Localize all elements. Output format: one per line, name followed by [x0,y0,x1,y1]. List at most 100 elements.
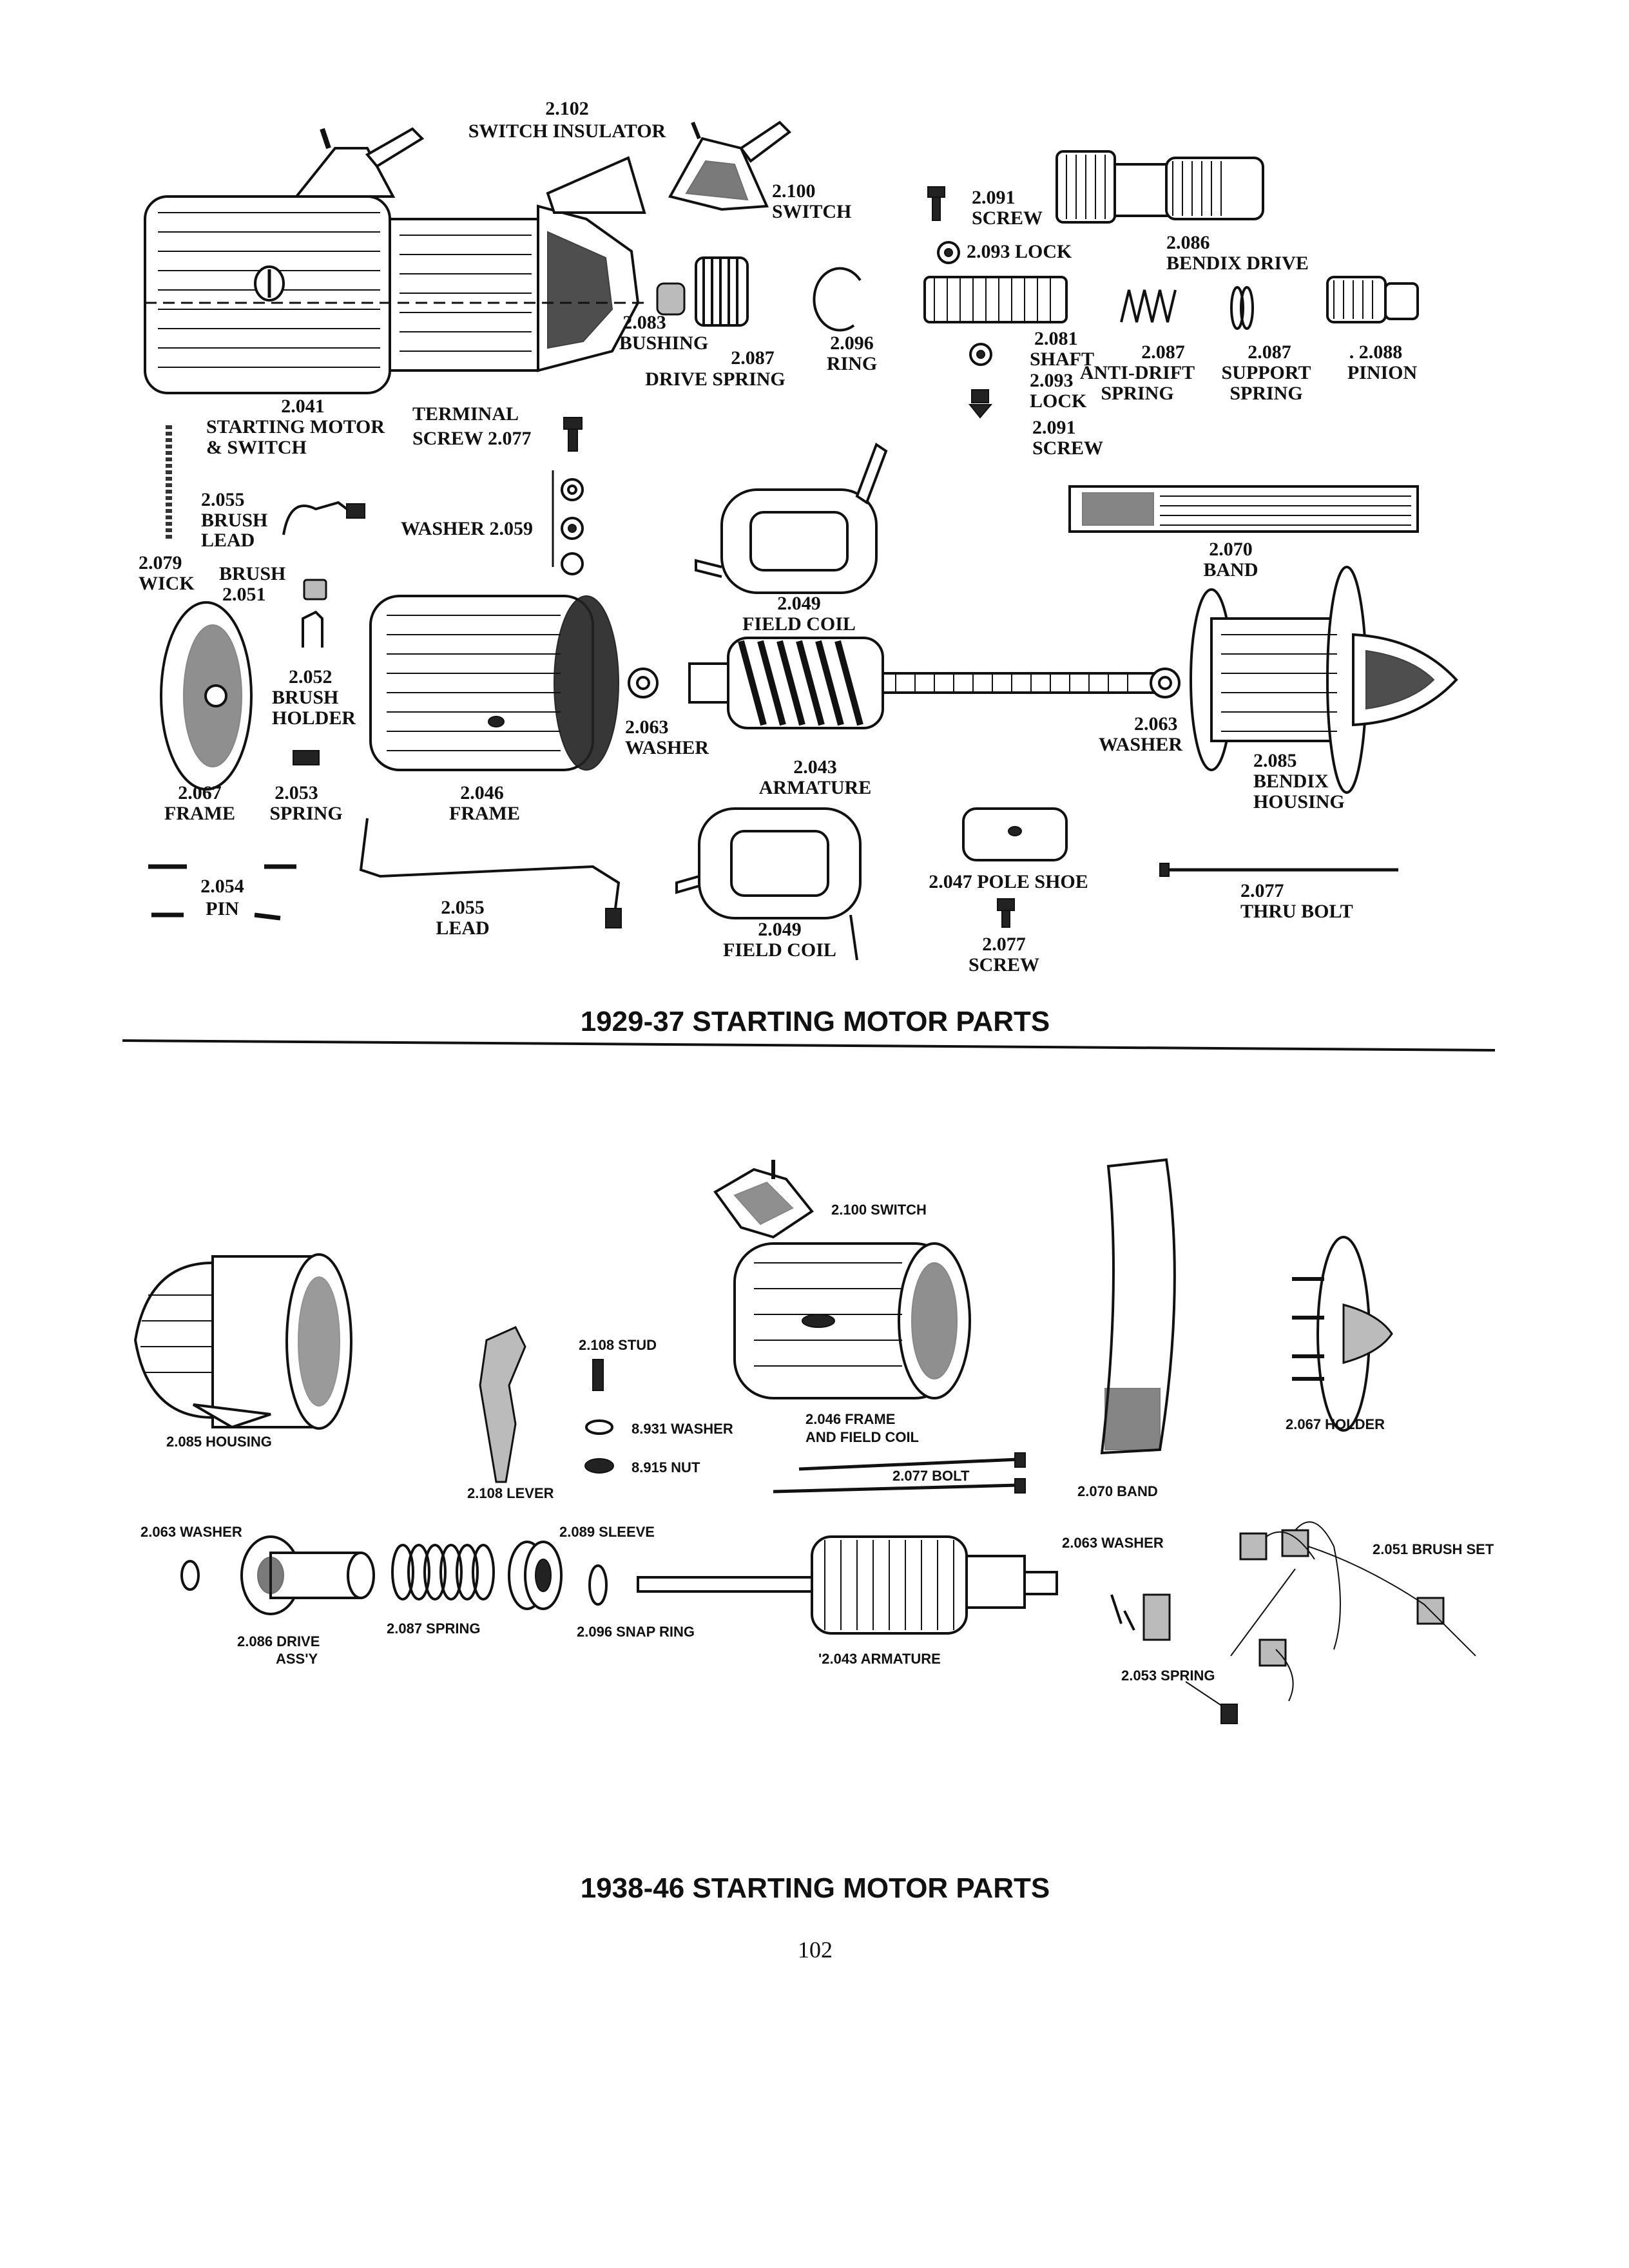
lock-b-number: 2.093 [1030,370,1074,391]
screw-b-number: 2.091 [1032,417,1076,438]
snap-ring-shape [588,1564,608,1606]
frame-field-label-1: 2.046 FRAME [805,1411,895,1427]
housing-1938-label: 2.085 HOUSING [166,1434,272,1450]
support-spring-shape [1230,286,1254,330]
switch-insulator-label: SWITCH INSULATOR [468,120,666,142]
drive-spring-shape [695,256,749,327]
nut-shape [584,1458,614,1474]
bendix-drive-number: 2.086 [1166,232,1210,253]
washer-left-shape [628,668,659,698]
drive-assy-label-1: 2.086 DRIVE [237,1633,320,1649]
pole-shoe-shape [962,807,1068,861]
wick-number: 2.079 [139,552,182,573]
shaft-shape [923,276,1068,323]
bushing-shape [656,282,686,316]
switch-1938-label: 2.100 SWITCH [831,1202,927,1218]
brush-set-label: 2.051 BRUSH SET [1373,1541,1494,1557]
washer-8931-label: 8.931 WASHER [631,1421,733,1437]
lock-a-label: 2.093 LOCK [967,241,1072,262]
brush-lead-shape [282,501,352,535]
frame-field-coil-shape [733,1242,971,1399]
bendix-drive-label: BENDIX DRIVE [1166,253,1309,274]
field-coil-b-number: 2.049 [758,919,802,940]
band-shape [1068,485,1419,533]
brush-shape [303,579,327,601]
brush-number: 2.051 [222,584,266,605]
bendix-housing-label-1: BENDIX [1253,771,1329,792]
starting-motor-number: 2.041 [281,396,325,417]
screw-a-label: SCREW [972,207,1043,229]
frame-2046-number: 2.046 [460,782,504,803]
bolt-label: 2.077 BOLT [892,1468,970,1484]
bushing-label: BUSHING [619,332,708,354]
bolts-shape [773,1452,1026,1494]
washer-right-label: WASHER [1099,734,1182,755]
armature-number: 2.043 [793,756,837,778]
switch-number: 2.100 [772,180,816,202]
lock-b-shape [969,343,992,366]
anti-drift-label-1: ANTI-DRIFT [1080,362,1195,383]
brush-holder-shape [302,610,323,648]
washers-2059-shape [552,470,584,575]
starting-motor-assembly [144,127,644,394]
washer-2059-label: WASHER 2.059 [401,518,533,539]
snap-ring-label: 2.096 SNAP RING [577,1624,695,1640]
lock-a-shape [937,241,960,264]
anti-drift-label-2: SPRING [1101,383,1173,404]
washer-left-label: WASHER [625,737,709,758]
bushing-number: 2.083 [622,312,666,333]
anti-drift-spring-shape [1120,289,1177,323]
wick-label: WICK [139,573,195,594]
terminal-label-2: SCREW 2.077 [412,428,531,449]
housing-1938-shape [133,1253,352,1430]
switch-label: SWITCH [772,201,851,222]
stud-label: 2.108 STUD [579,1337,657,1353]
lead-shape [359,818,622,928]
brush-holder-label-2: HOLDER [272,707,356,729]
top-section-title: 1929-37 STARTING MOTOR PARTS [581,1006,1050,1037]
pins-shape [148,864,296,921]
bendix-housing-number: 2.085 [1253,750,1297,771]
section-divider [122,1039,1496,1052]
drive-assy-shape [240,1535,375,1615]
washer-1938-left-shape [180,1560,200,1591]
stud-shape [592,1359,604,1391]
drive-spring-number: 2.087 [731,347,775,369]
bendix-housing-shape [1190,566,1458,794]
screw-c-number: 2.077 [982,934,1026,955]
band-label: BAND [1203,559,1258,581]
brush-set-shape [1110,1521,1476,1724]
anti-drift-number: 2.087 [1141,341,1185,363]
thru-bolt-shape [1159,863,1398,877]
lever-label: 2.108 LEVER [467,1485,554,1501]
starting-motor-label-1: STARTING MOTOR [206,416,385,437]
brush-lead-number: 2.055 [201,489,245,510]
armature-shape [688,637,1155,729]
armature-label: ARMATURE [759,777,871,798]
starting-motor-label-2: & SWITCH [206,437,307,458]
brush-lead-label-2: LEAD [201,530,255,551]
thru-bolt-number: 2.077 [1240,880,1284,901]
drive-spring-label: DRIVE SPRING [645,369,786,390]
thru-bolt-label: THRU BOLT [1240,901,1353,922]
brush-label: BRUSH [219,563,285,584]
lead-number: 2.055 [441,897,485,918]
field-coil-a-number: 2.049 [777,593,821,614]
frame-2067-shape [160,601,253,791]
support-spring-label-1: SUPPORT [1222,362,1311,383]
screw-a-number: 2.091 [972,187,1016,208]
washer-1938-left-label: 2.063 WASHER [140,1524,242,1540]
bottom-section-title: 1938-46 STARTING MOTOR PARTS [581,1872,1050,1904]
screw-a-shape [927,186,945,221]
lever-shape [479,1326,526,1483]
field-coil-a-shape [695,442,888,594]
shaft-number: 2.081 [1034,328,1078,349]
washer-right-shape [1150,668,1181,698]
brush-holder-number: 2.052 [289,666,333,687]
field-coil-a-label: FIELD COIL [742,613,856,635]
screw-b-shape [968,389,993,419]
band-1938-label: 2.070 BAND [1077,1483,1158,1499]
support-spring-number: 2.087 [1248,341,1291,363]
pinion-shape [1326,276,1419,323]
